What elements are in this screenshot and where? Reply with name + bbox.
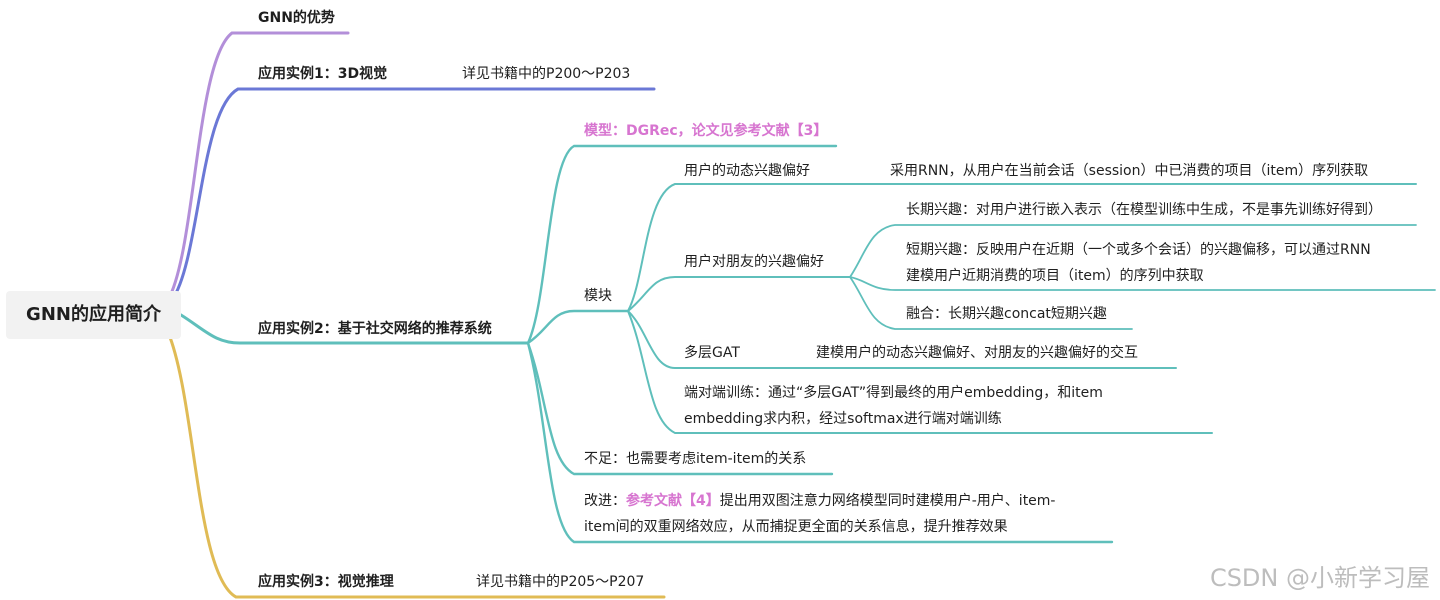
link-gat: [627, 310, 1177, 369]
friends-fusion[interactable]: 融合：长期兴趣concat短期兴趣: [906, 306, 1107, 322]
module-e2e-line2[interactable]: embedding求内积，经过softmax进行端对端训练: [684, 411, 1002, 427]
link-advantage: [166, 31, 350, 302]
link-module: [526, 309, 630, 345]
app2-shortcoming[interactable]: 不足：也需要考虑item-item的关系: [584, 451, 807, 467]
link-model: [526, 144, 838, 345]
link-app2: [179, 313, 530, 345]
app3-note[interactable]: 详见书籍中的P205～P207: [476, 574, 645, 590]
link-fusion: [849, 276, 1133, 330]
improve-rest: 提出用双图注意力网络模型同时建模用户-用户、item-: [719, 493, 1056, 509]
link-e2e: [627, 310, 1213, 434]
link-app3: [166, 330, 666, 599]
gat-detail[interactable]: 建模用户的动态兴趣偏好、对朋友的兴趣偏好的交互: [816, 345, 1138, 361]
topic-advantage[interactable]: GNN的优势: [258, 10, 335, 26]
friends-short-term-line1[interactable]: 短期兴趣：反映用户在近期（一个或多个会话）的兴趣偏移，可以通过RNN: [906, 242, 1371, 258]
friends-long-term[interactable]: 长期兴趣：对用户进行嵌入表示（在模型训练中生成，不是事先训练好得到）: [906, 202, 1382, 218]
root-topic[interactable]: GNN的应用简介: [6, 291, 181, 339]
link-improve: [526, 341, 1114, 544]
app2-model[interactable]: 模型：DGRec，论文见参考文献【3】: [584, 123, 828, 139]
app2-module[interactable]: 模块: [584, 288, 612, 304]
module-friends[interactable]: 用户对朋友的兴趣偏好: [684, 254, 824, 270]
link-app1: [170, 87, 656, 302]
topic-app2[interactable]: 应用实例2：基于社交网络的推荐系统: [258, 321, 492, 337]
link-friends: [627, 276, 851, 312]
app2-improve-line1[interactable]: 改进：参考文献【4】提出用双图注意力网络模型同时建模用户-用户、item-: [584, 488, 1055, 514]
improve-prefix: 改进：: [584, 493, 626, 509]
topic-app3[interactable]: 应用实例3：视觉推理: [258, 574, 394, 590]
csdn-watermark: CSDN @小新学习屋: [1209, 564, 1430, 592]
topic-app1[interactable]: 应用实例1：3D视觉: [258, 66, 388, 82]
link-shortcoming: [526, 341, 834, 476]
link-dynamic: [627, 183, 1417, 312]
friends-short-term-line2[interactable]: 建模用户近期消费的项目（item）的序列中获取: [906, 268, 1204, 284]
module-dynamic[interactable]: 用户的动态兴趣偏好: [684, 163, 810, 179]
app2-improve-line2[interactable]: item间的双重网络效应，从而捕捉更全面的关系信息，提升推荐效果: [584, 519, 1008, 535]
app1-note[interactable]: 详见书籍中的P200～P203: [462, 66, 631, 82]
module-gat[interactable]: 多层GAT: [684, 345, 740, 361]
link-short-term: [849, 276, 1436, 291]
dynamic-detail[interactable]: 采用RNN，从用户在当前会话（session）中已消费的项目（item）序列获取: [890, 163, 1369, 179]
improve-reference: 参考文献【4】: [626, 493, 720, 509]
module-e2e-line1[interactable]: 端对端训练：通过“多层GAT”得到最终的用户embedding，和item: [684, 385, 1103, 401]
link-long-term: [849, 224, 1417, 278]
